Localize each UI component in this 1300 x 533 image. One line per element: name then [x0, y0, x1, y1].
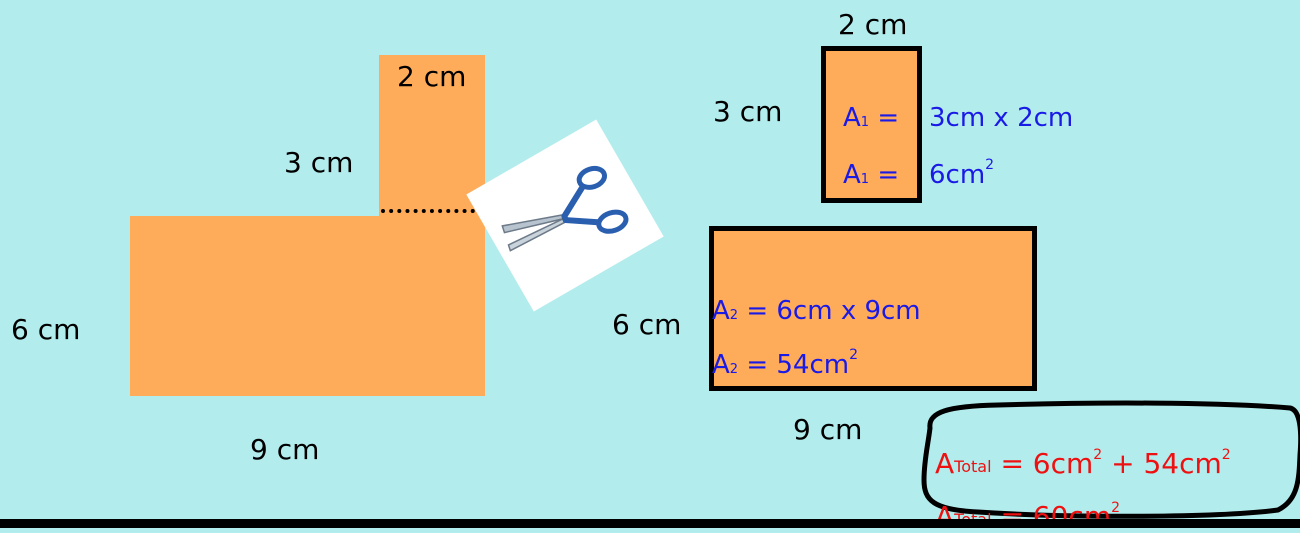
rect2-line2-rest: = 54cm — [746, 350, 850, 380]
total-area-letter-2: A — [935, 500, 955, 533]
rect2-area-subscript-2: 2 — [729, 362, 739, 377]
rect1-height-label: 3 cm — [713, 95, 783, 128]
rect1-result: 6cm — [929, 160, 986, 190]
rect2-formula-line2: A2 = 54cm2 — [712, 347, 859, 380]
rect1-equals: = — [877, 103, 900, 133]
left-bottom-width-label: 9 cm — [250, 433, 320, 466]
cut-line — [381, 209, 483, 213]
rect1-area-letter-2: A — [843, 160, 861, 190]
rect1-box — [821, 46, 922, 203]
rect1-area-subscript: 1 — [860, 115, 870, 130]
rect2-width-label: 9 cm — [793, 413, 863, 446]
rect2-area-subscript: 2 — [729, 308, 739, 323]
rect1-area-letter: A — [843, 103, 861, 133]
total-area-letter: A — [935, 447, 955, 480]
total-term1-exponent: 2 — [1093, 447, 1103, 463]
rect1-formula-line2-value: 6cm2 — [929, 157, 995, 190]
total-outline — [921, 400, 1300, 519]
rect1-equals-2: = — [877, 160, 900, 190]
total-term2-exponent: 2 — [1221, 447, 1231, 463]
rect2-formula-line1: A2 = 6cm x 9cm — [712, 296, 921, 326]
total-result-exponent: 2 — [1111, 500, 1121, 516]
rect1-result-exponent: 2 — [985, 157, 995, 173]
rect1-width-label: 2 cm — [838, 8, 908, 41]
rect2-line1-rest: = 6cm x 9cm — [746, 296, 921, 326]
bottom-border — [0, 519, 1300, 528]
total-area-subscript: Total — [954, 457, 992, 476]
rect2-result-exponent: 2 — [849, 347, 859, 363]
rect1-formula-line1: A1 = — [843, 103, 899, 133]
left-top-width-label: 2 cm — [397, 60, 467, 93]
total-formula-line1: ATotal = 6cm2 + 54cm2 — [935, 447, 1231, 480]
total-formula-line2: ATotal = 60cm2 — [935, 500, 1120, 533]
scissors-icon — [501, 165, 629, 252]
total-term2: + 54cm — [1111, 447, 1222, 480]
rect2-box — [709, 226, 1037, 391]
rect1-area-subscript-2: 1 — [860, 172, 870, 187]
left-bottom-height-label: 6 cm — [11, 313, 81, 346]
rect1-formula-line2: A1 = — [843, 160, 899, 190]
rect2-height-label: 6 cm — [612, 308, 682, 341]
top-rectangle — [379, 55, 485, 216]
rect1-formula-line1-value: 3cm x 2cm — [929, 103, 1074, 133]
rect2-area-letter: A — [712, 296, 730, 326]
left-top-height-label: 3 cm — [284, 146, 354, 179]
bottom-rectangle — [130, 216, 485, 396]
total-result: = 60cm — [1000, 500, 1112, 533]
total-term1: = 6cm — [1000, 447, 1094, 480]
rect2-area-letter-2: A — [712, 350, 730, 380]
